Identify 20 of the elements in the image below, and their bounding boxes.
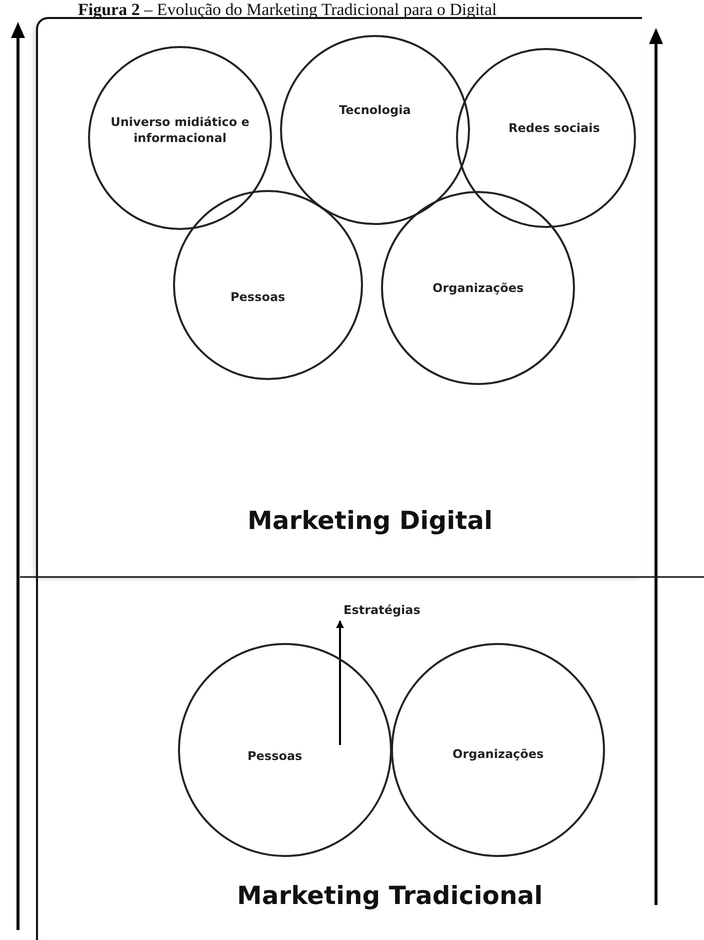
venn-circle bbox=[173, 190, 363, 380]
venn-circle bbox=[391, 643, 605, 857]
venn-circle bbox=[456, 48, 636, 228]
circle-label: Universo midiático e informacional bbox=[110, 114, 250, 146]
text-label: Estratégias bbox=[344, 603, 420, 617]
circle-label: Tecnologia bbox=[339, 102, 411, 118]
circle-label: Organizações bbox=[432, 280, 524, 296]
circle-label: Pessoas bbox=[248, 748, 302, 764]
arrow bbox=[336, 620, 344, 745]
circle-label: Organizações bbox=[452, 746, 544, 762]
figure-title: Figura 2 – Evolução do Marketing Tradicional para o Digital bbox=[78, 0, 497, 20]
panel bbox=[36, 17, 642, 577]
venn-circle bbox=[88, 46, 272, 230]
circle-label: Redes sociais bbox=[508, 120, 600, 136]
section-heading: Marketing Digital bbox=[248, 506, 493, 534]
venn-circle bbox=[280, 35, 470, 225]
venn-circle bbox=[178, 643, 392, 857]
section-heading: Marketing Tradicional bbox=[237, 880, 543, 910]
circle-label: Pessoas bbox=[230, 289, 286, 305]
venn-circle bbox=[381, 191, 575, 385]
